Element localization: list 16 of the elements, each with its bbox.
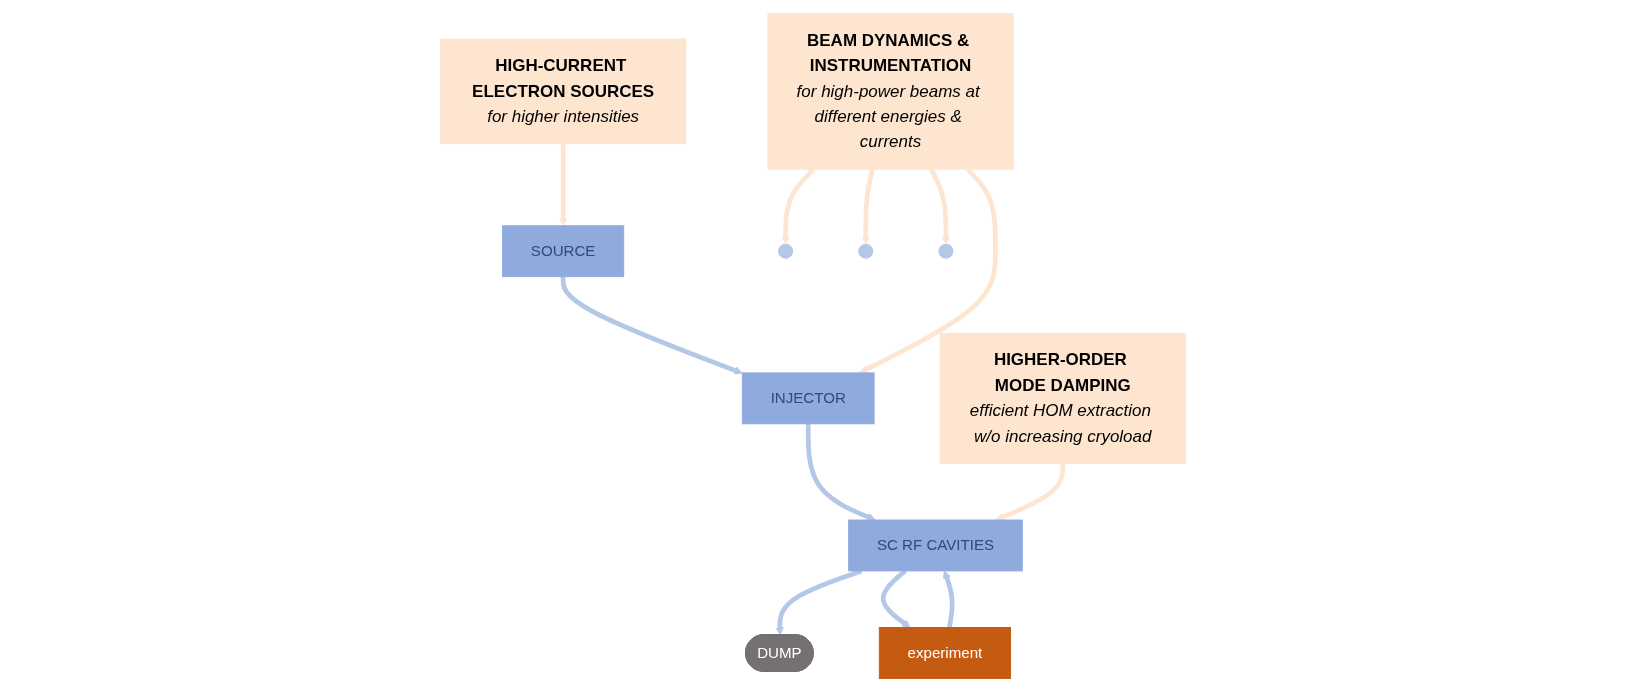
experiment-box: experiment	[878, 626, 1011, 679]
arrow	[558, 143, 567, 226]
arrow	[781, 167, 815, 244]
beam-dump-box: DUMP	[744, 633, 814, 672]
callout-box: BEAM DYNAMICS & INSTRUMENTATION for high-power beams at different energies & currents	[767, 12, 1014, 170]
process-box: SOURCE	[501, 224, 624, 277]
arrow	[805, 423, 876, 521]
arrow	[942, 570, 955, 628]
arrow	[560, 276, 743, 374]
process-box: INJECTOR	[741, 371, 875, 424]
arrow	[858, 167, 998, 373]
callout-box: HIGH-CURRENT ELECTRON SOURCES for higher intensities	[439, 38, 686, 144]
callout-box: HIGHER-ORDER MODE DAMPING efficient HOM extraction w/o increasing cryoload	[939, 332, 1186, 464]
arrow	[861, 168, 875, 244]
process-box: SC RF CAVITIES	[847, 519, 1023, 571]
arrow	[928, 167, 950, 244]
